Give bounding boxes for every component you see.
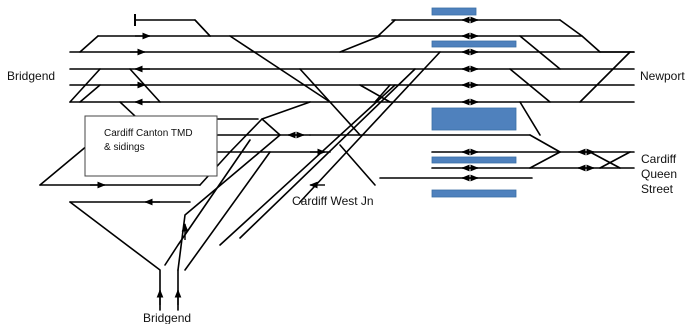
depot-label-line-2: & sidings bbox=[104, 142, 145, 153]
label-queen-street-1: Cardiff bbox=[641, 152, 677, 166]
platform-main bbox=[431, 107, 517, 131]
depot-box: Cardiff Canton TMD & sidings bbox=[84, 115, 218, 177]
platform-2 bbox=[431, 40, 517, 48]
platform-4 bbox=[431, 189, 517, 198]
label-bridgend-south: Bridgend bbox=[143, 311, 191, 324]
label-cardiff-west-jn: Cardiff West Jn bbox=[292, 194, 374, 208]
depot-panel bbox=[84, 115, 218, 177]
label-bridgend-west: Bridgend bbox=[7, 69, 55, 83]
running-lines bbox=[39, 19, 635, 203]
track-line-siding-stub bbox=[134, 19, 211, 37]
label-queen-street-3: Street bbox=[641, 182, 674, 196]
platforms bbox=[431, 7, 517, 198]
platform-3 bbox=[431, 156, 517, 164]
platform-1 bbox=[431, 7, 477, 16]
depot-label-line-1: Cardiff Canton TMD bbox=[104, 128, 193, 139]
bidirectional-arrow-icon bbox=[287, 16, 595, 182]
label-newport: Newport bbox=[640, 69, 685, 83]
direction-arrows bbox=[90, 16, 595, 305]
label-queen-street-2: Queen bbox=[641, 167, 677, 181]
